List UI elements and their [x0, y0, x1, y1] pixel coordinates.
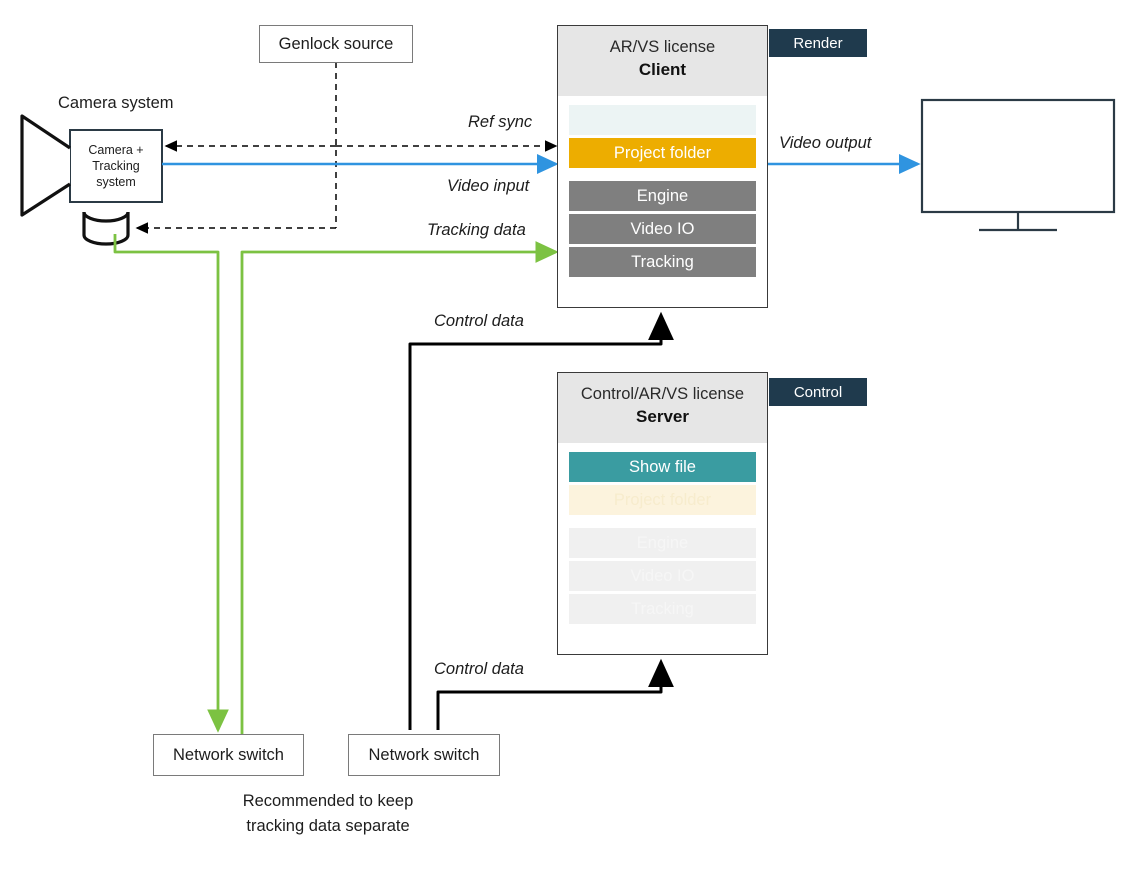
network-switch-left[interactable]: Network switch	[153, 734, 304, 776]
client-license-label: AR/VS license	[609, 38, 716, 56]
camera-body-line-3: system	[96, 175, 136, 189]
genlock-source-box[interactable]: Genlock source	[259, 25, 413, 63]
server-slot-list: Show file Project folder Engine Video IO…	[558, 443, 767, 637]
edge-label-control-data-bottom: Control data	[434, 660, 524, 678]
client-slot-tracking[interactable]: Tracking	[569, 247, 756, 277]
edge-tracking-to-switch	[113, 234, 229, 733]
client-role-label: Client	[638, 60, 687, 79]
client-slot-project-folder[interactable]: Project folder	[569, 138, 756, 168]
server-slot-project-folder[interactable]: Project folder	[569, 485, 756, 515]
server-slot-video-io[interactable]: Video IO	[569, 561, 756, 591]
genlock-source-label: Genlock source	[278, 34, 394, 53]
client-machine[interactable]: AR/VS license Client Show file Project f…	[557, 25, 768, 308]
edge-ref-sync	[135, 62, 558, 234]
server-badge-control: Control	[769, 378, 867, 406]
network-switch-right-label: Network switch	[368, 745, 480, 764]
server-machine[interactable]: Control/AR/VS license Server Show file P…	[557, 372, 768, 655]
monitor-icon	[920, 98, 1116, 232]
recommendation-line-2: tracking data separate	[246, 817, 410, 835]
edge-label-ref-sync: Ref sync	[468, 113, 533, 131]
recommendation-note: Recommended to keep tracking data separa…	[178, 789, 478, 839]
server-slot-show-file[interactable]: Show file	[569, 452, 756, 482]
edge-label-video-input: Video input	[447, 177, 530, 195]
server-slot-tracking[interactable]: Tracking	[569, 594, 756, 624]
client-header: AR/VS license Client	[558, 26, 767, 96]
edge-label-control-data-top: Control data	[434, 312, 524, 330]
camera-body-line-2: Tracking	[92, 159, 140, 173]
network-switch-left-label: Network switch	[173, 745, 284, 764]
client-slot-engine[interactable]: Engine	[569, 181, 756, 211]
camera-body-label: Camera + Tracking system	[70, 142, 162, 190]
client-slot-show-file[interactable]: Show file	[569, 105, 756, 135]
recommendation-line-1: Recommended to keep	[242, 792, 414, 810]
server-slot-engine[interactable]: Engine	[569, 528, 756, 558]
edge-label-video-output: Video output	[779, 134, 872, 152]
client-badge-render: Render	[769, 29, 867, 57]
server-role-label: Server	[636, 407, 689, 426]
client-slot-list: Show file Project folder Engine Video IO…	[558, 96, 767, 290]
network-switch-right[interactable]: Network switch	[348, 734, 500, 776]
server-license-label: Control/AR/VS license	[580, 385, 745, 403]
client-slot-video-io[interactable]: Video IO	[569, 214, 756, 244]
server-header: Control/AR/VS license Server	[558, 373, 767, 443]
camera-system-caption: Camera system	[58, 94, 174, 112]
edge-label-tracking-data: Tracking data	[427, 221, 526, 239]
camera-body-line-1: Camera +	[88, 143, 144, 157]
